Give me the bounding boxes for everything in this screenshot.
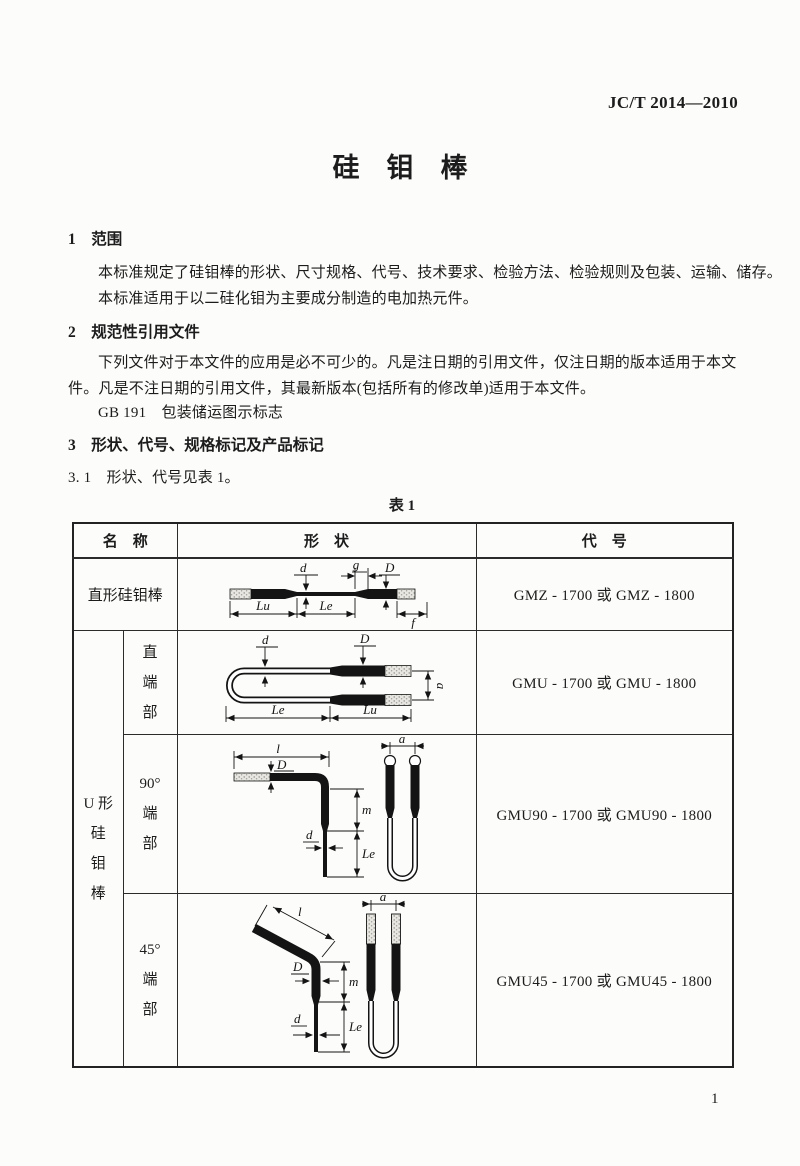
header-shape: 形 状 <box>176 522 477 559</box>
table-1: 名 称 形 状 代 号 直形硅钼棒 <box>72 522 735 1068</box>
dim-label-D: D <box>276 757 287 772</box>
diagram-u-straight: d D a Le Lu <box>225 632 449 722</box>
row-u-45: 45° 端部 <box>73 893 734 1068</box>
diagram-u-90: l D m Le d a <box>233 736 425 882</box>
doc-code: JC/T 2014—2010 <box>608 93 738 112</box>
dim-label-Le: Le <box>319 598 333 613</box>
dim-label-g: g <box>353 560 360 572</box>
dim-label-Lu: Lu <box>362 702 377 717</box>
cell-name-straight: 直形硅钼棒 <box>72 557 178 631</box>
section-2-reference-gb191: GB 191 包装储运图示标志 <box>98 405 284 421</box>
rod-body <box>226 665 412 706</box>
dim-label-D: D <box>292 959 303 974</box>
section-2-line-2: 件。凡是不注日期的引用文件，其最新版本(包括所有的修改单)适用于本文件。 <box>68 381 596 397</box>
dim-label-m: m <box>349 974 358 989</box>
cell-code-u-90: GMU90 - 1700 或 GMU90 - 1800 <box>475 734 734 894</box>
dimension-lines <box>254 900 406 1053</box>
dimension-arrows <box>272 900 405 1051</box>
cell-code-u-straight: GMU - 1700 或 GMU - 1800 <box>475 630 734 735</box>
dim-label-Lu: Lu <box>255 598 270 613</box>
dim-label-f: f <box>411 615 417 629</box>
section-3-1-text: 3. 1 形状、代号见表 1。 <box>68 470 240 486</box>
cell-shape-u-straight: d D a Le Lu <box>176 630 477 735</box>
dim-label-a: a <box>434 683 449 690</box>
cell-code-u-45: GMU45 - 1700 或 GMU45 - 1800 <box>475 893 734 1068</box>
cell-shape-u-90: l D m Le d a <box>176 734 477 894</box>
section-3-heading: 3 形状、代号、规格标记及产品标记 <box>68 437 324 454</box>
dim-label-d: d <box>300 560 307 575</box>
row-u-90: 90° 端部 <box>73 734 734 894</box>
rod-body-side-view <box>251 924 321 1052</box>
dim-label-d: d <box>306 827 313 842</box>
page-number: 1 <box>711 1091 719 1107</box>
dim-label-l: l <box>276 741 280 756</box>
table-header-row: 名 称 形 状 代 号 <box>72 522 734 559</box>
dim-label-l: l <box>298 904 302 919</box>
dim-label-Le: Le <box>348 1019 362 1034</box>
cell-sub-90-end: 90° 端部 <box>122 734 178 894</box>
dim-label-a: a <box>399 736 406 746</box>
cell-sub-straight-end: 直端部 <box>122 630 178 735</box>
diagram-straight-rod: d g D Lu Le f <box>229 560 428 629</box>
cell-shape-straight: d g D Lu Le f <box>176 557 477 631</box>
sub-label-45-end: 端部 <box>142 972 158 1018</box>
rod-body <box>229 588 416 600</box>
dim-label-d: d <box>294 1011 301 1026</box>
section-2-line-1: 下列文件对于本文件的应用是必不可少的。凡是注日期的引用文件，仅注日期的版本适用于… <box>98 355 737 371</box>
diagram-u-45: l D m Le d a <box>251 895 406 1059</box>
section-1-paragraph-1: 本标准规定了硅钼棒的形状、尺寸规格、代号、技术要求、检验方法、检验规则及包装、运… <box>98 265 783 281</box>
sub-label-90-end: 端部 <box>142 806 158 852</box>
section-1-heading: 1 范围 <box>68 231 123 248</box>
section-1-paragraph-2: 本标准适用于以二硅化钼为主要成分制造的电加热元件。 <box>98 291 479 307</box>
sub-label-straight-end: 直端部 <box>142 644 158 721</box>
cell-group-u-rod: U 形 硅钼棒 <box>72 630 124 1068</box>
table-1-caption: 表 1 <box>388 498 416 514</box>
page-title: 硅 钼 棒 <box>332 153 468 183</box>
cell-sub-45-end: 45° 端部 <box>122 893 178 1068</box>
dim-label-Le: Le <box>271 702 285 717</box>
header-name: 名 称 <box>72 522 178 559</box>
dim-label-D: D <box>359 632 370 646</box>
section-2-heading: 2 规范性引用文件 <box>68 324 200 341</box>
group-u-line1: U 形 <box>83 795 114 812</box>
header-code: 代 号 <box>475 522 734 559</box>
sub-angle-90: 90° <box>139 776 161 792</box>
dim-label-Le: Le <box>361 846 375 861</box>
row-u-straight: U 形 硅钼棒 直端部 <box>72 630 734 1068</box>
rod-body-side-view <box>233 772 330 877</box>
dimension-lines <box>225 645 435 722</box>
cell-shape-u-45: l D m Le d a <box>176 893 477 1068</box>
dim-label-m: m <box>362 802 371 817</box>
rod-body-front-view <box>383 754 422 882</box>
cell-code-straight: GMZ - 1700 或 GMZ - 1800 <box>475 557 734 631</box>
dim-label-a: a <box>380 895 387 904</box>
group-u-stack: 硅钼棒 <box>90 825 106 902</box>
row-straight-rod: 直形硅钼棒 <box>72 557 734 631</box>
sub-angle-45: 45° <box>139 942 161 958</box>
dim-label-d: d <box>262 632 269 647</box>
rod-body-front-view <box>366 913 401 1059</box>
dim-label-D: D <box>384 560 395 575</box>
